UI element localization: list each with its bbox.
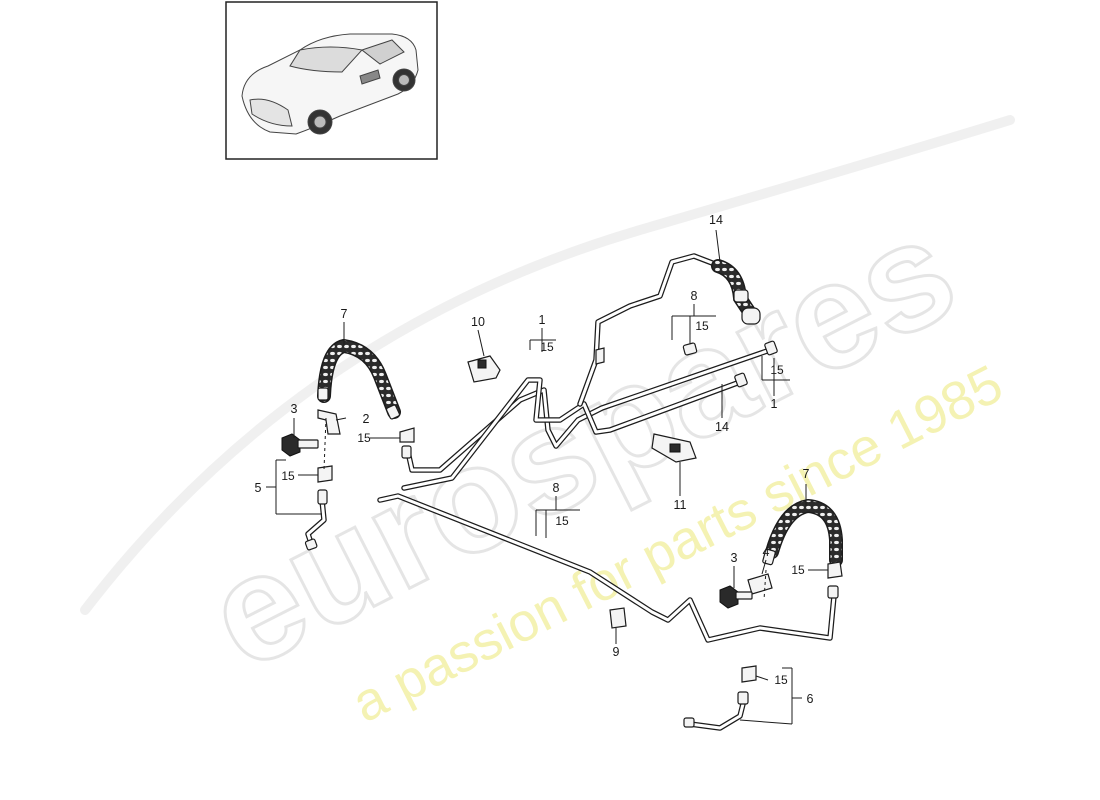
callout-15-left: 15 [357,431,371,445]
brake-line-lower [377,493,837,643]
callout-8-middle: 8 [553,481,560,495]
callout-3-front: 3 [291,402,298,416]
callout-4: 4 [763,545,770,559]
callout-labels: 1 15 1 15 2 3 3 4 5 15 6 15 7 7 8 15 8 1… [255,213,814,706]
brake-line-6 [687,697,747,731]
callout-1-right: 1 [771,397,778,411]
callout-15-bracket-6: 15 [774,673,788,687]
clip-9 [609,607,627,629]
callout-11: 11 [674,498,687,512]
bracket-2 [317,409,341,435]
callout-9: 9 [613,645,620,659]
callout-15-bracket-1-top: 15 [540,340,554,354]
watermark: eurospares a passion for parts since 198… [181,183,1012,734]
fittings [304,289,839,728]
callout-8-top: 8 [691,289,698,303]
holder-11 [651,433,697,463]
brake-line-upper [401,347,773,491]
hose-clips [317,347,843,683]
convertible-car-icon [241,33,419,135]
callout-15-rear-hose: 15 [791,563,805,577]
callout-15-bracket-8-middle: 15 [555,514,569,528]
callout-7-rear: 7 [803,467,810,481]
callout-2: 2 [363,412,370,426]
callout-15-bracket-1-right: 15 [770,363,784,377]
bracket-4 [747,573,773,595]
callout-14-right: 14 [715,420,729,434]
vehicle-thumbnail [225,1,438,160]
callout-3-rear: 3 [731,551,738,565]
watermark-swoosh [80,115,1015,615]
leader-lines [266,229,828,725]
callout-14-top: 14 [709,213,723,227]
callout-5: 5 [255,481,262,495]
brake-hose-front [317,338,401,419]
callout-7-front: 7 [341,307,348,321]
holder-10 [467,355,501,383]
bolt-3-rear [719,585,753,609]
bolt-3-front [281,433,319,457]
callout-10: 10 [471,315,485,329]
callout-6: 6 [807,692,814,706]
callout-15-bracket-8-top: 15 [695,319,709,333]
brake-hose-rear [765,498,843,567]
callout-1-top: 1 [539,313,546,327]
callout-15-bracket-5: 15 [281,469,295,483]
